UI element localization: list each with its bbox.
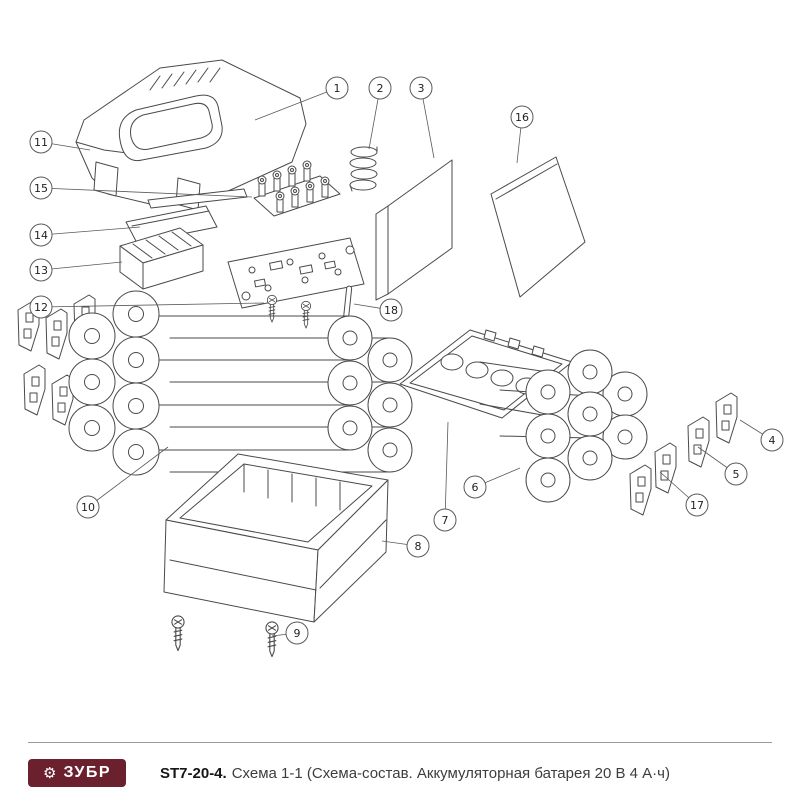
part-contact-strips-right <box>629 392 738 516</box>
callout-line-15 <box>40 187 253 198</box>
callout-label-12: 12 <box>34 301 48 314</box>
callout-label-3: 3 <box>418 82 425 95</box>
part-plate-small <box>490 156 586 298</box>
part-bottom-housing <box>163 453 389 623</box>
part-top-cover <box>75 59 307 211</box>
callout-label-1: 1 <box>334 82 341 95</box>
callout-label-11: 11 <box>34 136 48 149</box>
callout-5 <box>724 462 748 486</box>
callout-label-5: 5 <box>733 468 740 481</box>
part-spring <box>349 146 378 192</box>
callout-label-7: 7 <box>442 514 449 527</box>
part-battery-cells-left <box>68 290 413 476</box>
footer: ⚙ ЗУБР ST7-20-4.Схема 1-1 (Схема-состав.… <box>0 742 800 800</box>
part-circuit-board <box>227 237 365 309</box>
part-screws-housing <box>171 615 279 658</box>
callout-label-8: 8 <box>415 540 422 553</box>
callout-line-13 <box>40 261 123 271</box>
callout-3 <box>409 76 433 100</box>
callout-label-17: 17 <box>690 499 704 512</box>
part-label-plate <box>125 205 218 244</box>
callout-9 <box>285 621 309 645</box>
callout-label-2: 2 <box>377 82 384 95</box>
callout-4 <box>760 428 784 452</box>
callout-14 <box>29 223 53 247</box>
callout-line-1 <box>254 87 338 121</box>
callout-2 <box>368 76 392 100</box>
zubr-logo-text: ЗУБР <box>63 764 111 781</box>
callout-18 <box>379 298 403 322</box>
zubr-logo: ⚙ ЗУБР <box>28 759 126 787</box>
footer-divider <box>28 742 772 743</box>
callout-17 <box>685 493 709 517</box>
callout-line-10 <box>87 446 169 508</box>
callout-label-14: 14 <box>34 229 48 242</box>
caption: ST7-20-4.Схема 1-1 (Схема-состав. Аккуму… <box>160 765 670 782</box>
callout-15 <box>29 176 53 200</box>
caption-text: Схема 1-1 (Схема-состав. Аккумуляторная … <box>231 764 670 782</box>
callout-label-16: 16 <box>515 111 529 124</box>
part-battery-cells-right <box>479 349 648 503</box>
part-button-housing <box>119 227 204 290</box>
callout-6 <box>463 475 487 499</box>
callout-label-18: 18 <box>384 304 398 317</box>
callout-12 <box>29 295 53 319</box>
callout-label-9: 9 <box>294 627 301 640</box>
callout-16 <box>510 105 534 129</box>
zubr-emblem-icon: ⚙ <box>43 764 57 782</box>
callout-11 <box>29 130 53 154</box>
part-terminal-block <box>253 160 341 217</box>
callout-label-10: 10 <box>81 501 95 514</box>
callout-10 <box>76 495 100 519</box>
callout-8 <box>406 534 430 558</box>
callout-line-12 <box>40 302 265 308</box>
callout-1 <box>325 76 349 100</box>
callout-label-6: 6 <box>472 481 479 494</box>
callout-label-4: 4 <box>769 434 776 447</box>
callout-line-7 <box>444 421 449 521</box>
part-plate-large <box>375 159 453 301</box>
callout-label-15: 15 <box>34 182 48 195</box>
callout-13 <box>29 258 53 282</box>
part-screws-pcb <box>266 294 312 329</box>
callout-line-3 <box>420 87 435 159</box>
model-number: ST7-20-4. <box>160 764 227 782</box>
callout-7 <box>433 508 457 532</box>
callout-line-14 <box>40 226 141 236</box>
callout-label-13: 13 <box>34 264 48 277</box>
